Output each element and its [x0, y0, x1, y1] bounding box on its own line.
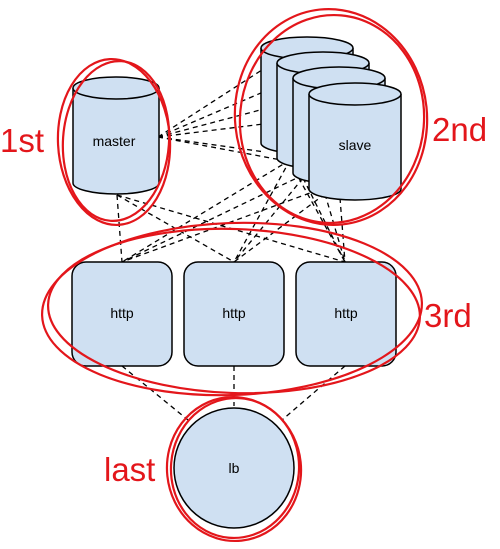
highlight-http [40, 221, 424, 397]
http-label-2: http [222, 305, 246, 321]
slave-db-stack [260, 36, 402, 201]
highlight-loops [40, 8, 429, 543]
http-server-1 [71, 261, 173, 367]
http-server-3 [295, 261, 397, 367]
edge-http-lb [281, 365, 346, 421]
http-label-1: http [110, 305, 134, 321]
http-label-3: http [334, 305, 358, 321]
edge-master-slave [157, 136, 266, 153]
annotation-last: last [104, 451, 155, 488]
master-label: master [93, 133, 136, 149]
edge-slave-http [121, 174, 304, 263]
edge-slave-http [324, 193, 346, 263]
master-db [72, 76, 160, 195]
lb-label: lb [229, 460, 240, 476]
highlight-lb [165, 395, 303, 543]
annotation-1st: 1st [0, 122, 44, 159]
edge-slave-http [121, 159, 291, 263]
edge-master-http [116, 194, 123, 263]
edge-master-slave [157, 67, 266, 138]
edge-slave-http [233, 159, 291, 263]
highlight-slaves [233, 8, 429, 226]
annotation-3rd: 3rd [424, 297, 472, 334]
edge-slave-http [233, 177, 304, 263]
edge-slave-http [121, 189, 319, 263]
http-server-2 [183, 261, 285, 367]
highlight-master [56, 57, 172, 227]
annotation-2nd: 2nd [432, 111, 487, 148]
edge-slave-http [233, 193, 326, 263]
edge-slave-http [302, 177, 346, 263]
load-balancer [173, 407, 295, 529]
edge-slave-http [339, 197, 346, 263]
slave-label: slave [339, 137, 372, 153]
slave-db-1 [308, 82, 402, 201]
